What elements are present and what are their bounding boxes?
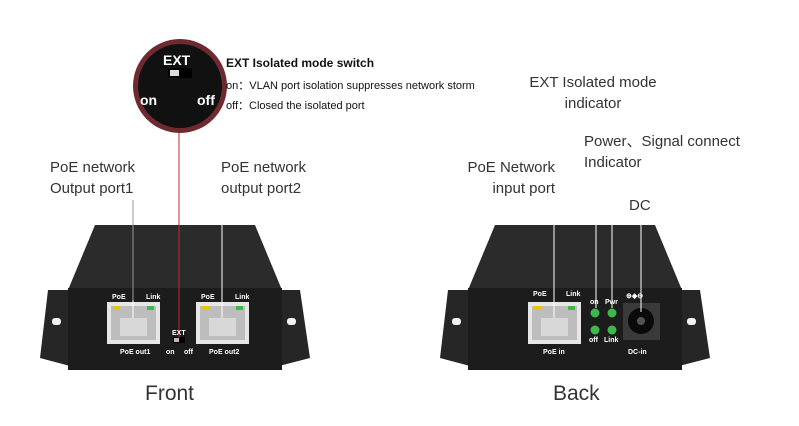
front-switch-ext: EXT — [172, 330, 186, 337]
back-led-on: on — [590, 299, 599, 306]
front-switch-off: off — [184, 349, 193, 356]
zoom-on-label: on — [140, 92, 158, 108]
front-port2-poe: PoE — [201, 294, 215, 301]
front-port1-poe: PoE — [112, 294, 126, 301]
back-device — [440, 225, 710, 370]
leader-lines — [132, 116, 642, 338]
back-port-link: Link — [566, 291, 581, 298]
zoom-ext-label: EXT — [163, 52, 191, 68]
back-port-name: PoE in — [543, 349, 565, 356]
switch-on-desc: on：VLAN port isolation suppresses networ… — [226, 80, 475, 92]
front-switch-on: on — [166, 349, 175, 356]
back-dc-in: DC-in — [628, 349, 647, 356]
front-port2-name: PoE out2 — [209, 349, 240, 356]
dc-polarity-icon: ⊕◆⊖ — [626, 293, 644, 300]
switch-zoom-callout — [133, 39, 227, 133]
switch-off-desc: off：Closed the isolated port — [226, 100, 365, 112]
switch-title: EXT Isolated mode switch — [226, 56, 375, 70]
front-port1-name: PoE out1 — [120, 349, 151, 356]
front-port1-link: Link — [146, 294, 161, 301]
back-led-pwr: Pwr — [605, 299, 618, 306]
back-dc-label: DC — [629, 197, 651, 214]
back-port-poe: PoE — [533, 291, 547, 298]
back-caption: Back — [553, 382, 600, 405]
front-device — [40, 225, 310, 370]
zoom-off-label: off — [197, 92, 215, 108]
front-caption: Front — [145, 382, 195, 405]
back-led-link: Link — [604, 337, 619, 344]
back-led-off: off — [589, 337, 598, 344]
front-port2-link: Link — [235, 294, 250, 301]
